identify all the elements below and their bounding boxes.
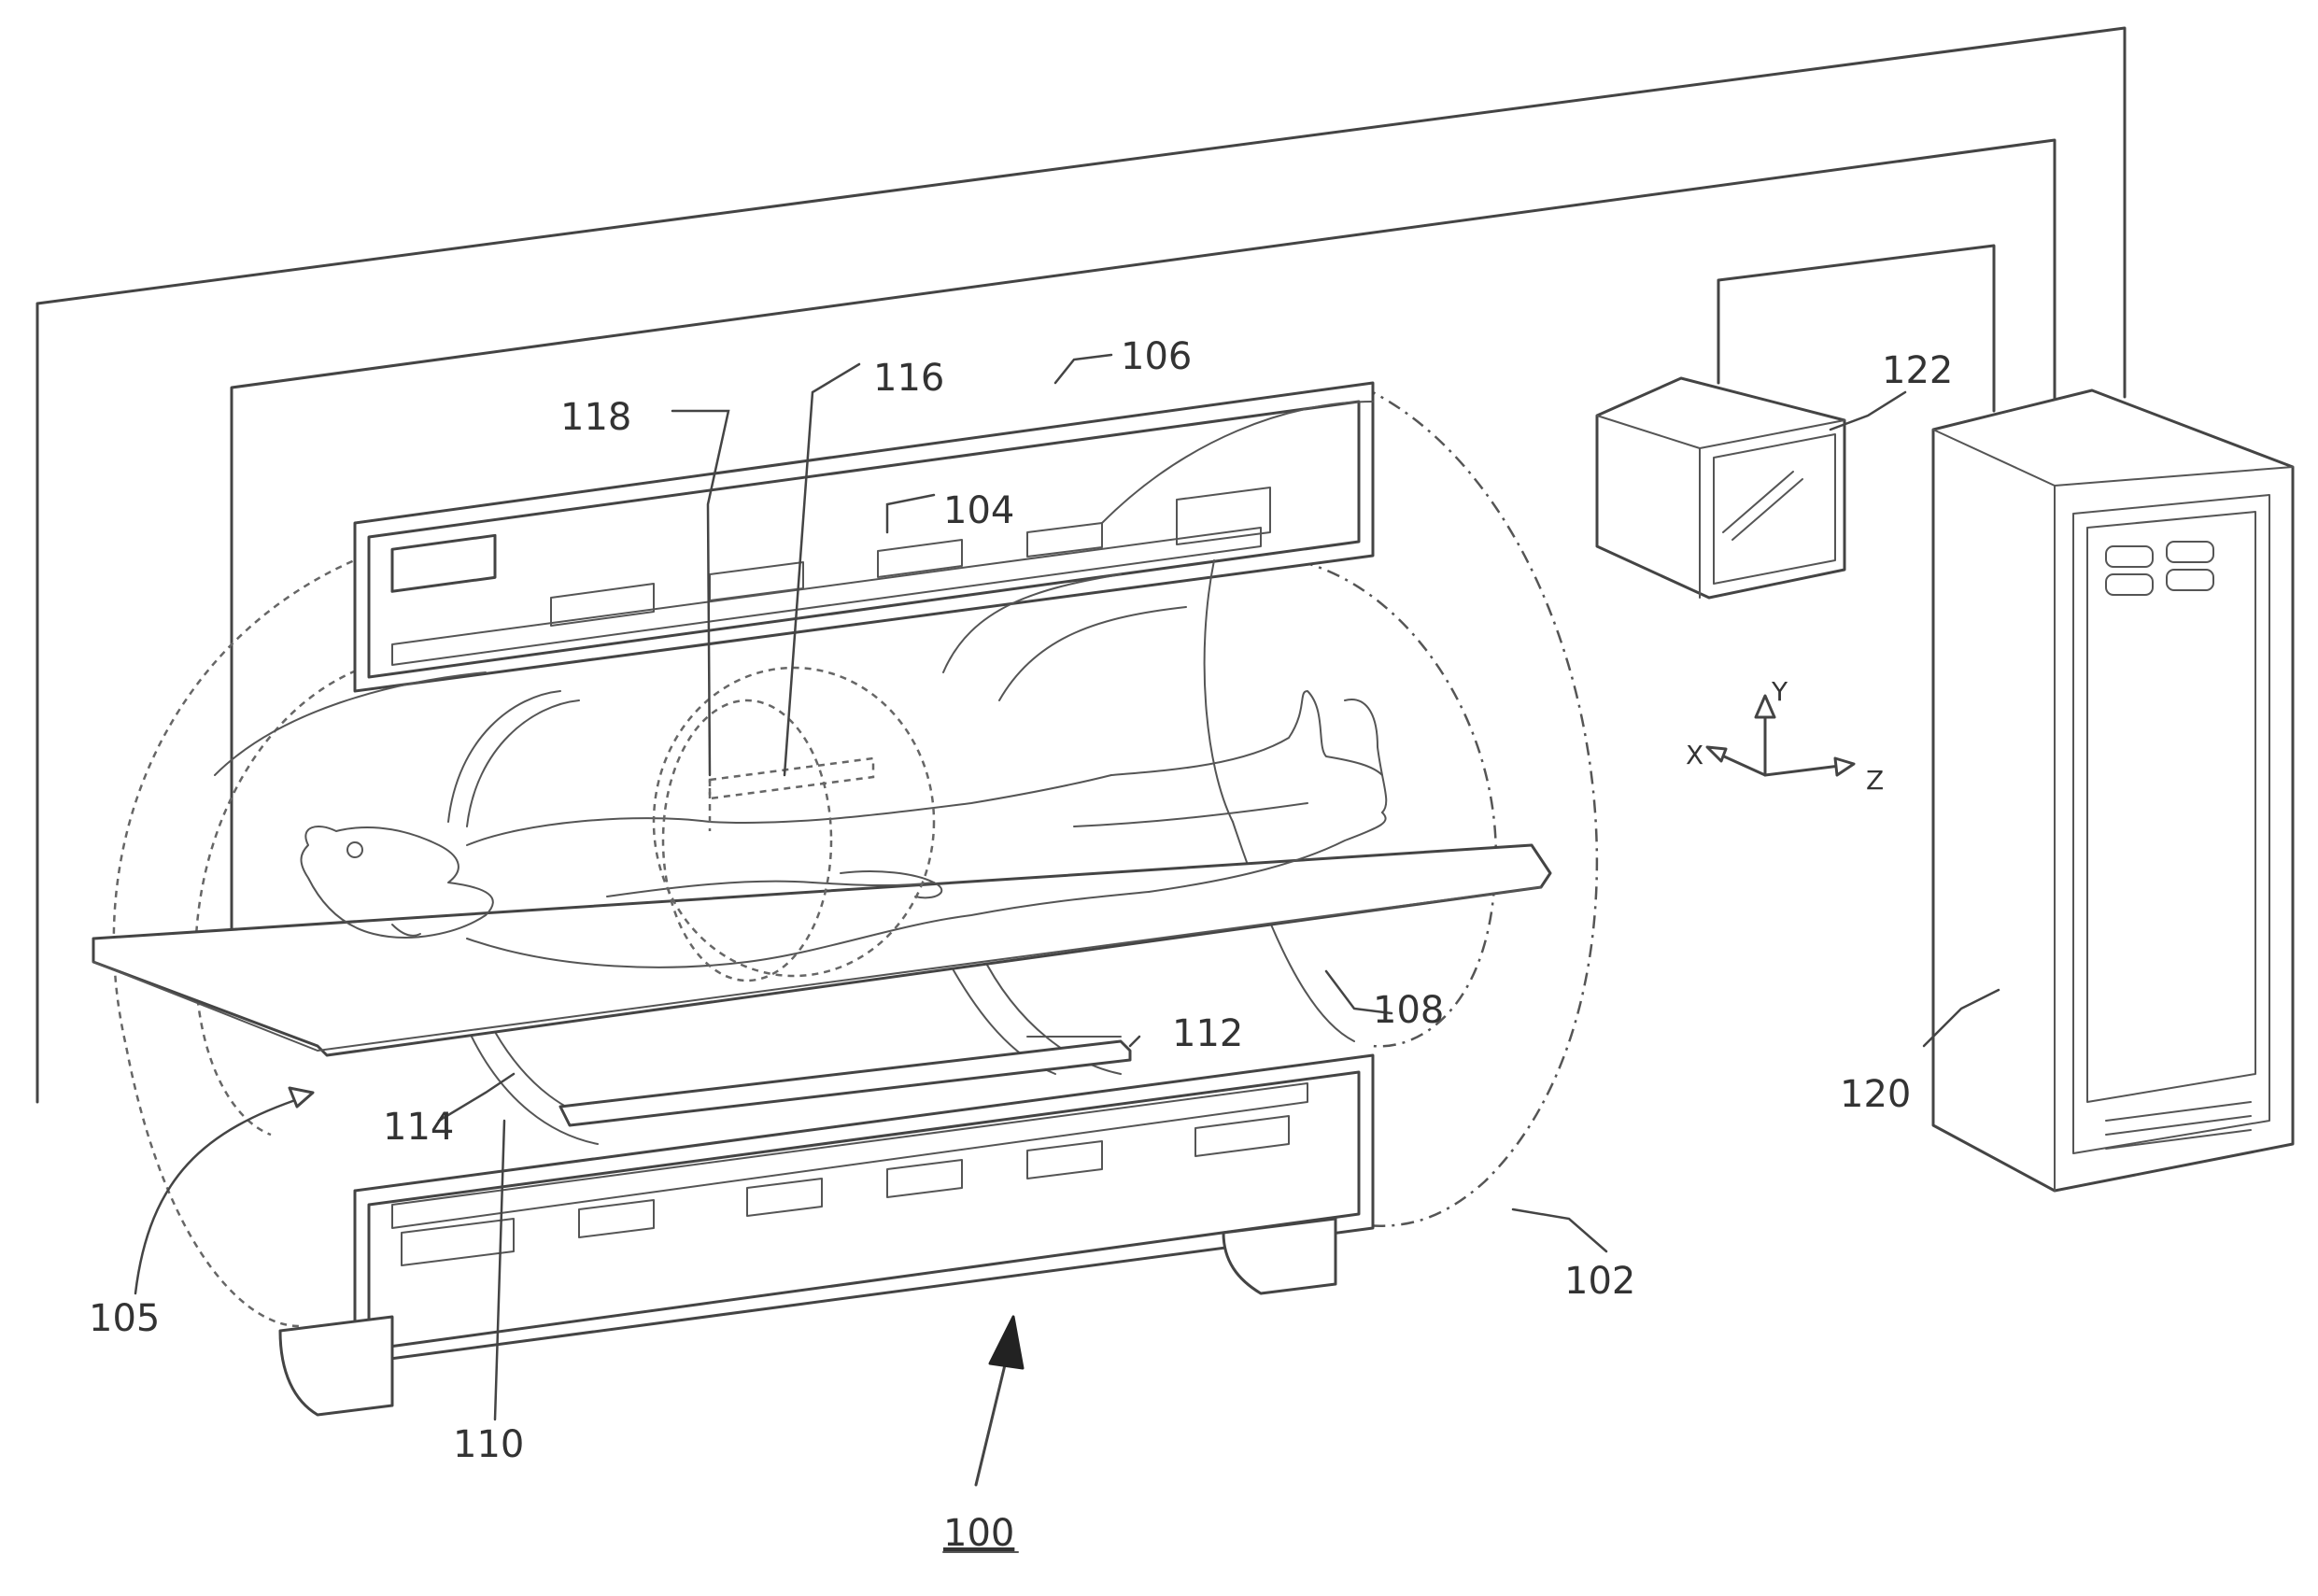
label-104: 104 bbox=[943, 489, 1014, 532]
label-100: 100 bbox=[943, 1512, 1014, 1555]
computer-cabinet bbox=[1933, 390, 2293, 1191]
label-120: 120 bbox=[1840, 1073, 1911, 1116]
label-102: 102 bbox=[1564, 1260, 1635, 1303]
label-122: 122 bbox=[1882, 349, 1953, 392]
label-116: 116 bbox=[873, 357, 944, 400]
label-110: 110 bbox=[453, 1423, 524, 1466]
label-108: 108 bbox=[1373, 989, 1444, 1032]
coordinate-axes: Y Z X bbox=[1686, 676, 1884, 796]
display-monitor bbox=[1597, 378, 1845, 598]
label-106: 106 bbox=[1121, 335, 1192, 378]
axis-z-label: Z bbox=[1866, 765, 1884, 796]
label-118: 118 bbox=[560, 396, 631, 439]
label-112: 112 bbox=[1172, 1012, 1243, 1055]
label-105: 105 bbox=[89, 1297, 160, 1340]
axis-x-label: X bbox=[1686, 740, 1703, 770]
axis-y-label: Y bbox=[1771, 676, 1788, 707]
label-114: 114 bbox=[383, 1106, 454, 1149]
upper-housing bbox=[355, 383, 1373, 691]
